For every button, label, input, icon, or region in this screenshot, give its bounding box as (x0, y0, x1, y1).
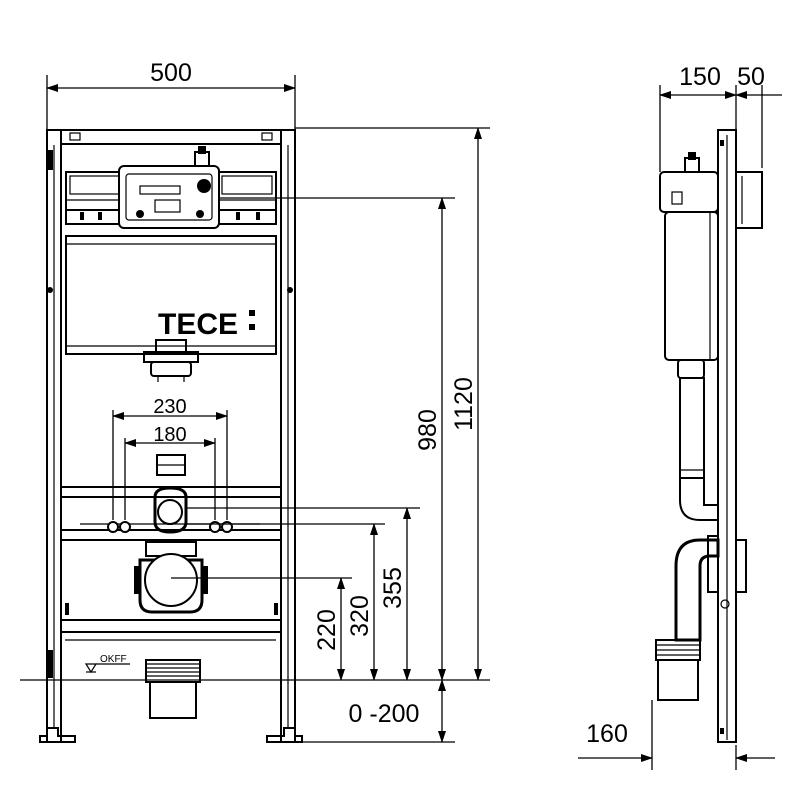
dim-height-total: 1120 (450, 377, 478, 431)
top-crossbar (60, 129, 282, 145)
side-waste-bend (674, 538, 720, 642)
side-view: 150 50 160 (578, 63, 782, 770)
brand-logo: TECE (158, 308, 238, 341)
front-view: TECE (20, 59, 490, 743)
dim-side-panel: 50 (737, 63, 765, 91)
side-frame (717, 129, 737, 743)
side-actuator-panel (735, 171, 763, 229)
side-cistern-top (659, 171, 719, 213)
dim-height-220: 220 (313, 609, 341, 651)
dim-leg-adjust: 0 -200 (349, 700, 420, 728)
dim-inlet-outer: 230 (153, 396, 186, 418)
dim-foot-depth: 160 (586, 720, 628, 748)
dim-height-355: 355 (379, 567, 407, 609)
waste-pipe (145, 659, 201, 683)
dim-height-frame: 980 (414, 409, 442, 451)
dim-width-total: 500 (150, 59, 192, 87)
waste-outlet (138, 558, 204, 614)
dim-inlet-inner: 180 (153, 424, 186, 446)
cistern-body (65, 235, 277, 355)
flush-actuator (118, 165, 220, 229)
dim-height-320: 320 (346, 595, 374, 637)
dim-side-depth: 150 (679, 63, 721, 91)
left-foot (39, 727, 76, 743)
floor-label: OKFF (100, 654, 127, 665)
right-foot (266, 727, 303, 743)
